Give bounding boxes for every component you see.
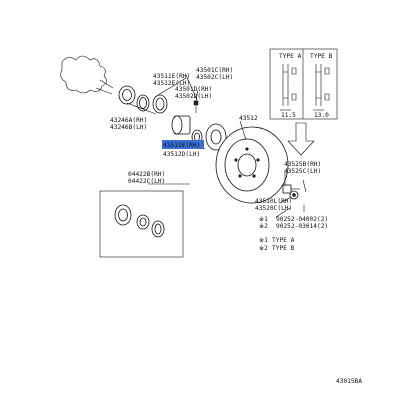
type-b-dimension: 13.0 [314,112,329,119]
label-43510L: 43510L(RH) [255,198,292,205]
down-arrow-icon [287,122,315,156]
footer-code: 43015BA [336,378,362,385]
hub-bolt-part[interactable] [193,100,199,113]
cotter-pin-part[interactable] [302,179,307,193]
mark-2-inline: ※2 [259,223,268,230]
legend-mark-2: ※2 [259,245,268,252]
label-43511E: 43511E(RH) [153,73,190,80]
snap-ring-part[interactable] [136,94,150,112]
label-43512: 43512 [239,115,258,122]
selection-highlight [162,140,204,149]
label-43501C-43502C: 43501C(RH) 43502C(LH) [196,67,233,81]
label-43520C: 43520C(LH) [255,205,292,212]
label-43246B: 43246B(LH) [110,124,147,131]
grease-cloud-icon [60,55,114,95]
label-43525C: 43525C(LH) [284,168,321,175]
bearing-part[interactable] [152,94,168,114]
label-43512D: 43512D(LH) [163,151,200,158]
label-43525B-43525C: 43525B(RH) 43525C(LH) [284,161,321,175]
label-04422B: 04422B(RH) [128,171,165,178]
label-90252-03014: 90252-03014(2) [276,223,328,230]
legend: ※1 TYPE A ※2 TYPE B [259,237,295,252]
label-43512E: 43512E(LH) [153,80,190,87]
leader-lines [126,74,305,218]
label-43501D: 43501D(RH) [175,86,212,93]
legend-type-a: TYPE A [272,237,295,244]
label-43510L-43520C: 43510L(RH) 43520C(LH) [255,198,292,212]
disc-rotor-part[interactable] [215,126,289,204]
type-b-label: TYPE B [310,53,333,60]
label-43502C: 43502C(LH) [196,74,233,81]
label-04422C: 04422C(LH) [128,178,165,185]
label-43501C: 43501C(RH) [196,67,233,74]
type-a-dimension: 11.5 [281,112,296,119]
label-43501D-43502D: 43501D(RH) 43502D(LH) [175,86,212,100]
grease-cap-part[interactable] [289,190,299,200]
hub-part[interactable] [205,123,227,151]
label-90252-04002: 90252-04002(2) [276,216,328,223]
kit-cups-part[interactable] [114,204,165,238]
label-43525B: 43525B(RH) [284,161,321,168]
oil-seal-part[interactable] [118,85,136,105]
label-43511E-43512E: 43511E(RH) 43512E(LH) [153,73,190,87]
label-43512D-text: 43512D(LH) [163,151,200,158]
selected-part-label[interactable]: 43511E(RH) [162,140,204,149]
legend-type-b: TYPE B [272,245,295,252]
type-inset-box: TYPE A TYPE B 11.5 13.0 [269,48,338,120]
label-43246A: 43246A(RH) [110,117,147,124]
label-43512-text: 43512 [239,115,258,122]
label-43511E-selected: 43511E(RH) [163,142,200,149]
hub-nut-part[interactable] [282,184,300,194]
type-a-label: TYPE A [279,53,302,60]
label-43502D: 43502D(LH) [175,93,212,100]
label-90252: ※1 90252-04002(2) ※2 90252-03014(2) [259,216,328,230]
legend-mark-1: ※1 [259,237,268,244]
mark-1-inline: ※1 [259,216,268,223]
hub-bearing-part[interactable] [171,115,191,135]
kit-box [99,190,184,258]
label-04422B-04422C: 04422B(RH) 04422C(LH) [128,171,165,185]
label-43246A-43246B: 43246A(RH) 43246B(LH) [110,117,147,131]
